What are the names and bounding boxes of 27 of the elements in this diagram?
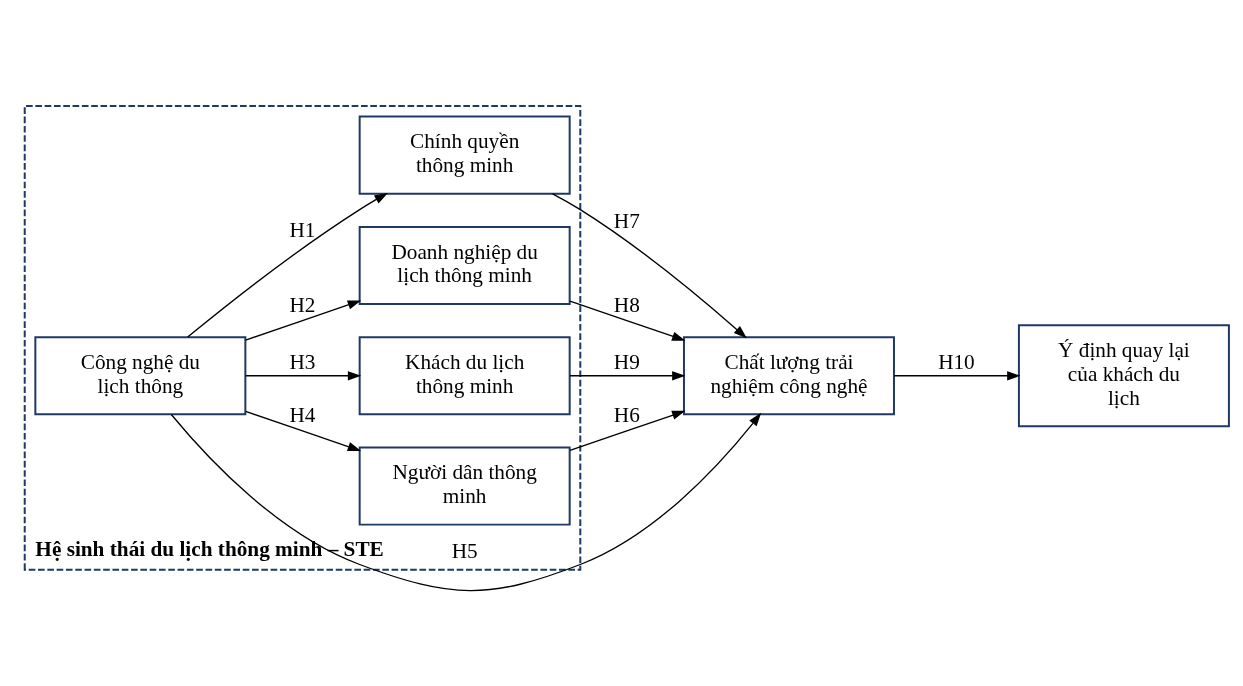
edge-label: H4 (289, 403, 316, 428)
node-box: Khách du lịch thông minh (358, 336, 571, 416)
arrow (245, 371, 362, 381)
arrow (569, 300, 686, 341)
node-box: Người dân thông minh (358, 446, 571, 526)
arrow (245, 300, 362, 341)
arrow (552, 193, 747, 339)
node-box: Công nghệ du lịch thông (34, 336, 247, 416)
edge-label: H5 (451, 538, 478, 563)
node-box: Chính quyền thông minh (358, 115, 571, 195)
edge-label: H8 (613, 292, 640, 317)
arrow (893, 371, 1021, 381)
edge-label: H10 (938, 349, 975, 374)
edge-label: H9 (613, 349, 640, 374)
node-box: Chất lượng trải nghiệm công nghệ (682, 336, 895, 416)
edge-label: H3 (289, 349, 316, 374)
arrow (187, 192, 388, 338)
edge-label: H2 (289, 292, 316, 317)
arrow (245, 410, 362, 452)
edge-label: H7 (613, 208, 640, 233)
node-box: Doanh nghiệp du lịch thông minh (358, 225, 571, 305)
arrow (170, 412, 762, 592)
edge-label: H1 (289, 218, 316, 243)
arrow (569, 410, 686, 452)
node-box: Ý định quay lại của khách du lịch (1017, 324, 1230, 428)
edge-label: H6 (613, 403, 640, 428)
arrow (569, 371, 686, 381)
